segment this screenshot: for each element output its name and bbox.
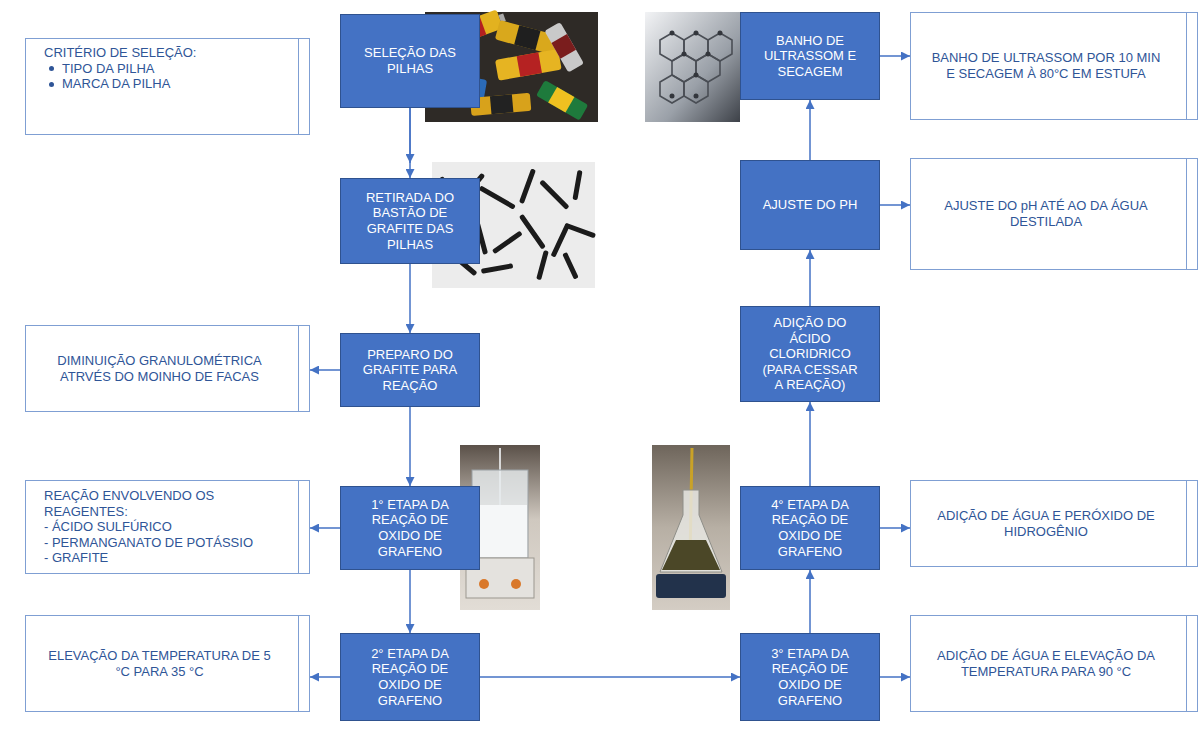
flow-arrow xyxy=(809,100,811,160)
border-line xyxy=(1186,159,1187,269)
box-text: 4° ETAPA DA REAÇÃO DE OXIDO DE GRAFENO xyxy=(757,497,863,559)
flow-arrow xyxy=(409,570,411,633)
flow-arrow xyxy=(480,676,740,678)
text-area: REAÇÃO ENVOLVENDO OS REAGENTES:- ÁCIDO S… xyxy=(26,482,309,572)
text-area: PREPARO DO GRAFITE PARA REAÇÃO xyxy=(341,343,479,398)
flow-arrow xyxy=(809,570,811,633)
bullet-item: TIPO DA PILHA xyxy=(44,61,275,77)
process-box: 3° ETAPA DA REAÇÃO DE OXIDO DE GRAFENO xyxy=(740,633,880,721)
note-box: CRITÉRIO DE SELEÇÃO:TIPO DA PILHAMARCA D… xyxy=(25,38,310,135)
box-text: DIMINUIÇÃO GRANULOMÉTRICA ATRVÉS DO MOIN… xyxy=(44,353,275,384)
flow-arrow xyxy=(409,407,411,486)
process-box: PREPARO DO GRAFITE PARA REAÇÃO xyxy=(340,333,480,407)
process-box: SELEÇÃO DAS PILHAS xyxy=(340,14,480,108)
box-text: - ÁCIDO SULFÚRICO xyxy=(44,519,275,535)
text-area: 1° ETAPA DA REAÇÃO DE OXIDO DE GRAFENO xyxy=(341,493,479,563)
box-text: ADIÇÃO DO ÁCIDO CLORIDRICO (PARA CESSAR … xyxy=(757,315,863,393)
graphene-lattice-image xyxy=(645,12,740,122)
box-text: - PERMANGANATO DE POTÁSSIO xyxy=(44,535,275,551)
text-area: 3° ETAPA DA REAÇÃO DE OXIDO DE GRAFENO xyxy=(741,642,879,712)
text-area: AJUSTE DO pH ATÉ AO DA ÁGUA DESTILADA xyxy=(911,192,1197,235)
note-box: ADIÇÃO DE ÁGUA E PERÓXIDO DE HIDROGÊNIO xyxy=(910,480,1198,567)
flow-arrow xyxy=(809,250,811,306)
box-text: REAÇÃO ENVOLVENDO OS REAGENTES: xyxy=(44,488,275,519)
border-line xyxy=(298,39,299,134)
text-area: ELEVAÇÃO DA TEMPERATURA DE 5 °C PARA 35 … xyxy=(26,642,309,685)
text-area: ADIÇÃO DE ÁGUA E PERÓXIDO DE HIDROGÊNIO xyxy=(911,502,1197,545)
flow-arrow xyxy=(310,676,340,678)
note-box: BANHO DE ULTRASSOM POR 10 MIN E SECAGEM … xyxy=(910,12,1198,120)
box-text: ADIÇÃO DE ÁGUA E PERÓXIDO DE HIDROGÊNIO xyxy=(929,508,1163,539)
text-area: ADIÇÃO DE ÁGUA E ELEVAÇÃO DA TEMPERATURA… xyxy=(911,642,1197,685)
text-area: 2° ETAPA DA REAÇÃO DE OXIDO DE GRAFENO xyxy=(341,642,479,712)
text-area: BANHO DE ULTRASSOM POR 10 MIN E SECAGEM … xyxy=(911,44,1197,87)
border-line xyxy=(298,616,299,711)
flow-arrow xyxy=(310,527,340,529)
flow-arrow xyxy=(409,264,411,333)
text-area: 4° ETAPA DA REAÇÃO DE OXIDO DE GRAFENO xyxy=(741,493,879,563)
box-text: SELEÇÃO DAS PILHAS xyxy=(357,45,463,76)
border-line xyxy=(298,481,299,573)
box-text: PREPARO DO GRAFITE PARA REAÇÃO xyxy=(357,347,463,394)
flow-arrow xyxy=(880,204,910,206)
note-box: ADIÇÃO DE ÁGUA E ELEVAÇÃO DA TEMPERATURA… xyxy=(910,615,1198,712)
note-box: AJUSTE DO pH ATÉ AO DA ÁGUA DESTILADA xyxy=(910,158,1198,270)
process-box: BANHO DE ULTRASSOM E SECAGEM xyxy=(740,12,880,100)
box-text: CRITÉRIO DE SELEÇÃO: xyxy=(44,45,275,61)
box-text: BANHO DE ULTRASSOM E SECAGEM xyxy=(757,33,863,80)
box-text: 3° ETAPA DA REAÇÃO DE OXIDO DE GRAFENO xyxy=(757,646,863,708)
process-box: 1° ETAPA DA REAÇÃO DE OXIDO DE GRAFENO xyxy=(340,486,480,570)
text-area: RETIRADA DO BASTÃO DE GRAFITE DAS PILHAS xyxy=(341,186,479,256)
note-box: ELEVAÇÃO DA TEMPERATURA DE 5 °C PARA 35 … xyxy=(25,615,310,712)
border-line xyxy=(298,326,299,411)
box-text: 2° ETAPA DA REAÇÃO DE OXIDO DE GRAFENO xyxy=(357,646,463,708)
process-box: RETIRADA DO BASTÃO DE GRAFITE DAS PILHAS xyxy=(340,178,480,264)
flow-arrow xyxy=(880,527,910,529)
process-box: ADIÇÃO DO ÁCIDO CLORIDRICO (PARA CESSAR … xyxy=(740,306,880,402)
box-text: AJUSTE DO pH ATÉ AO DA ÁGUA DESTILADA xyxy=(929,198,1163,229)
flow-arrow xyxy=(880,55,910,57)
note-box: REAÇÃO ENVOLVENDO OS REAGENTES:- ÁCIDO S… xyxy=(25,480,310,574)
flow-arrow xyxy=(409,108,411,178)
flow-arrow xyxy=(310,369,340,371)
process-box: AJUSTE DO PH xyxy=(740,160,880,250)
text-area: BANHO DE ULTRASSOM E SECAGEM xyxy=(741,29,879,84)
box-text: BANHO DE ULTRASSOM POR 10 MIN E SECAGEM … xyxy=(929,50,1163,81)
border-line xyxy=(1186,481,1187,566)
text-area: ADIÇÃO DO ÁCIDO CLORIDRICO (PARA CESSAR … xyxy=(741,311,879,397)
text-area: CRITÉRIO DE SELEÇÃO:TIPO DA PILHAMARCA D… xyxy=(26,39,309,98)
box-text: 1° ETAPA DA REAÇÃO DE OXIDO DE GRAFENO xyxy=(357,497,463,559)
text-area: DIMINUIÇÃO GRANULOMÉTRICA ATRVÉS DO MOIN… xyxy=(26,347,309,390)
box-text: - GRAFITE xyxy=(44,550,275,566)
box-text: ADIÇÃO DE ÁGUA E ELEVAÇÃO DA TEMPERATURA… xyxy=(929,648,1163,679)
process-box: 4° ETAPA DA REAÇÃO DE OXIDO DE GRAFENO xyxy=(740,486,880,570)
bullet-item: MARCA DA PILHA xyxy=(44,76,275,92)
border-line xyxy=(1186,13,1187,119)
flow-arrow xyxy=(809,402,811,486)
flask-stirrer-photo xyxy=(652,445,730,610)
box-text: AJUSTE DO PH xyxy=(757,197,863,213)
text-area: SELEÇÃO DAS PILHAS xyxy=(341,41,479,80)
box-text: RETIRADA DO BASTÃO DE GRAFITE DAS PILHAS xyxy=(357,190,463,252)
box-text: ELEVAÇÃO DA TEMPERATURA DE 5 °C PARA 35 … xyxy=(44,648,275,679)
note-box: DIMINUIÇÃO GRANULOMÉTRICA ATRVÉS DO MOIN… xyxy=(25,325,310,412)
border-line xyxy=(1186,616,1187,711)
text-area: AJUSTE DO PH xyxy=(741,193,879,217)
process-box: 2° ETAPA DA REAÇÃO DE OXIDO DE GRAFENO xyxy=(340,633,480,721)
flow-arrow xyxy=(880,676,910,678)
